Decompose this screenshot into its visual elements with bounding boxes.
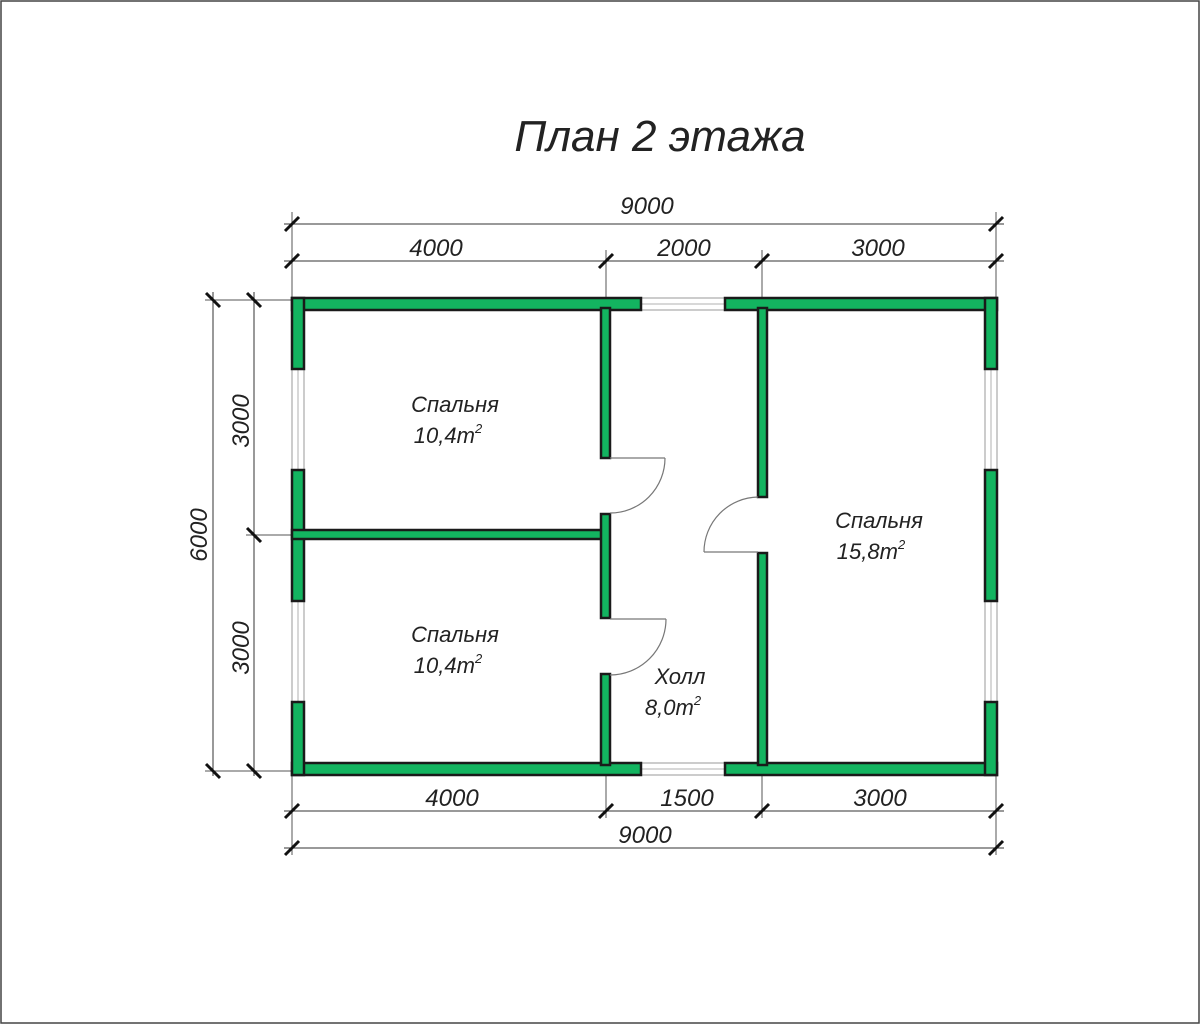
wall-left-3 bbox=[290, 700, 306, 777]
windows bbox=[291, 297, 998, 776]
room-hall: Холл 8,0m2 bbox=[645, 664, 705, 720]
walls bbox=[290, 296, 999, 777]
wall-right-2 bbox=[983, 468, 999, 603]
dim-left-lower: 3000 bbox=[228, 621, 255, 675]
door-bedroom-right bbox=[703, 496, 759, 553]
dim-bottom-total: 9000 bbox=[618, 822, 672, 849]
wall-partition-left-2 bbox=[599, 512, 612, 620]
wall-partition-left-3 bbox=[599, 672, 612, 767]
wall-top-left bbox=[290, 296, 643, 312]
room-bedroom-top-left: Спальня 10,4m2 bbox=[411, 392, 499, 448]
left-dimensions: 6000 3000 3000 bbox=[186, 291, 296, 780]
dim-top-right: 3000 bbox=[851, 235, 905, 262]
room-name: Спальня bbox=[411, 392, 499, 417]
wall-partition-right-1 bbox=[756, 306, 769, 499]
wall-partition-left-1 bbox=[599, 306, 612, 460]
room-area: 10,4m2 bbox=[414, 421, 483, 448]
dim-top-middle: 2000 bbox=[656, 235, 711, 262]
plan-title: План 2 этажа bbox=[514, 112, 805, 161]
doors bbox=[609, 457, 759, 676]
room-bedroom-bottom-left: Спальня 10,4m2 bbox=[411, 622, 499, 678]
room-bedroom-right: Спальня 15,8m2 bbox=[835, 508, 923, 564]
door-bedroom-lower-left bbox=[609, 618, 667, 676]
room-area: 15,8m2 bbox=[837, 537, 906, 564]
top-dimensions: 9000 4000 2000 3000 bbox=[283, 193, 1005, 300]
dim-left-total: 6000 bbox=[186, 508, 213, 562]
wall-right-3 bbox=[983, 700, 999, 777]
dim-left-upper: 3000 bbox=[228, 394, 255, 448]
dim-bottom-middle: 1500 bbox=[660, 785, 714, 812]
bottom-dimensions: 4000 1500 3000 9000 bbox=[283, 775, 1005, 857]
room-name: Холл bbox=[654, 664, 706, 689]
wall-bottom-left bbox=[290, 761, 643, 777]
room-labels: Спальня 10,4m2 Спальня 10,4m2 Спальня 15… bbox=[411, 392, 923, 720]
door-bedroom-upper-left bbox=[609, 457, 666, 514]
wall-partition-horizontal bbox=[290, 528, 610, 541]
dim-bottom-left: 4000 bbox=[425, 785, 479, 812]
wall-right-1 bbox=[983, 296, 999, 371]
dim-bottom-right: 3000 bbox=[853, 785, 907, 812]
room-area: 8,0m2 bbox=[645, 693, 702, 720]
dim-top-left: 4000 bbox=[409, 235, 463, 262]
dim-top-total: 9000 bbox=[620, 193, 674, 220]
room-name: Спальня bbox=[835, 508, 923, 533]
wall-left-1 bbox=[290, 296, 306, 371]
room-area: 10,4m2 bbox=[414, 651, 483, 678]
wall-partition-right-2 bbox=[756, 551, 769, 767]
room-name: Спальня bbox=[411, 622, 499, 647]
